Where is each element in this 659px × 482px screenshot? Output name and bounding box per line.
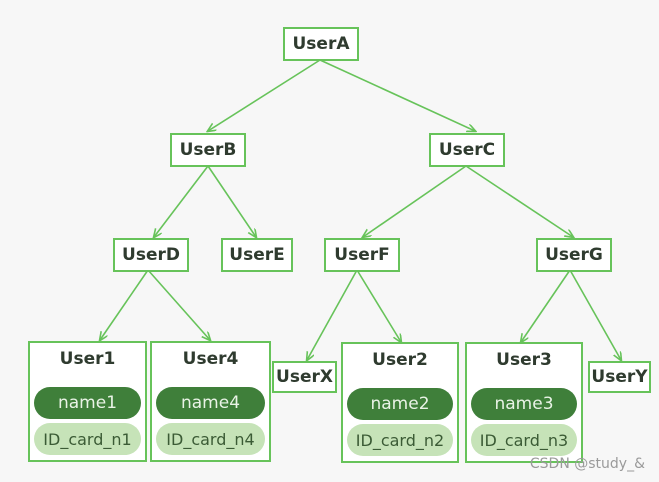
edge-d-4	[147, 269, 210, 340]
leaf-title: User3	[496, 350, 552, 370]
id-card-pill: ID_card_n2	[347, 424, 453, 456]
name-pill: name1	[34, 387, 141, 419]
id-card-pill: ID_card_n4	[156, 423, 265, 455]
node-user-g: UserG	[536, 238, 612, 272]
id-card-pill: ID_card_n3	[471, 424, 577, 456]
leaf-title: User4	[182, 349, 239, 369]
leaf-user-4: User4 name4 ID_card_n4	[150, 341, 271, 462]
node-user-e: UserE	[221, 238, 293, 272]
leaf-title: User2	[372, 350, 428, 370]
node-user-f: UserF	[324, 238, 400, 272]
node-user-a: UserA	[283, 27, 359, 61]
node-user-c: UserC	[429, 133, 505, 167]
edge-f-2	[356, 269, 401, 342]
edge-f-x	[307, 269, 358, 360]
edge-c-g	[465, 165, 573, 237]
leaf-user-1: User1 name1 ID_card_n1	[28, 341, 147, 462]
leaf-user-3: User3 name3 ID_card_n3	[465, 342, 583, 463]
edge-b-e	[207, 165, 256, 237]
edge-g-3	[521, 269, 571, 342]
name-pill: name3	[471, 388, 577, 420]
edge-c-f	[363, 165, 467, 237]
edge-d-1	[100, 269, 149, 340]
id-card-pill: ID_card_n1	[34, 423, 141, 455]
node-user-d: UserD	[113, 238, 189, 272]
name-pill: name2	[347, 388, 453, 420]
node-user-b: UserB	[170, 133, 246, 167]
edge-g-y	[569, 269, 621, 360]
leaf-user-2: User2 name2 ID_card_n2	[341, 342, 459, 463]
edge-b-d	[154, 165, 209, 237]
name-pill: name4	[156, 387, 265, 419]
edge-a-b	[208, 59, 321, 131]
node-user-x: UserX	[272, 361, 337, 393]
watermark: CSDN @study_&	[529, 456, 645, 472]
edge-a-c	[319, 59, 475, 131]
leaf-title: User1	[59, 349, 116, 369]
node-user-y: UserY	[588, 361, 651, 393]
